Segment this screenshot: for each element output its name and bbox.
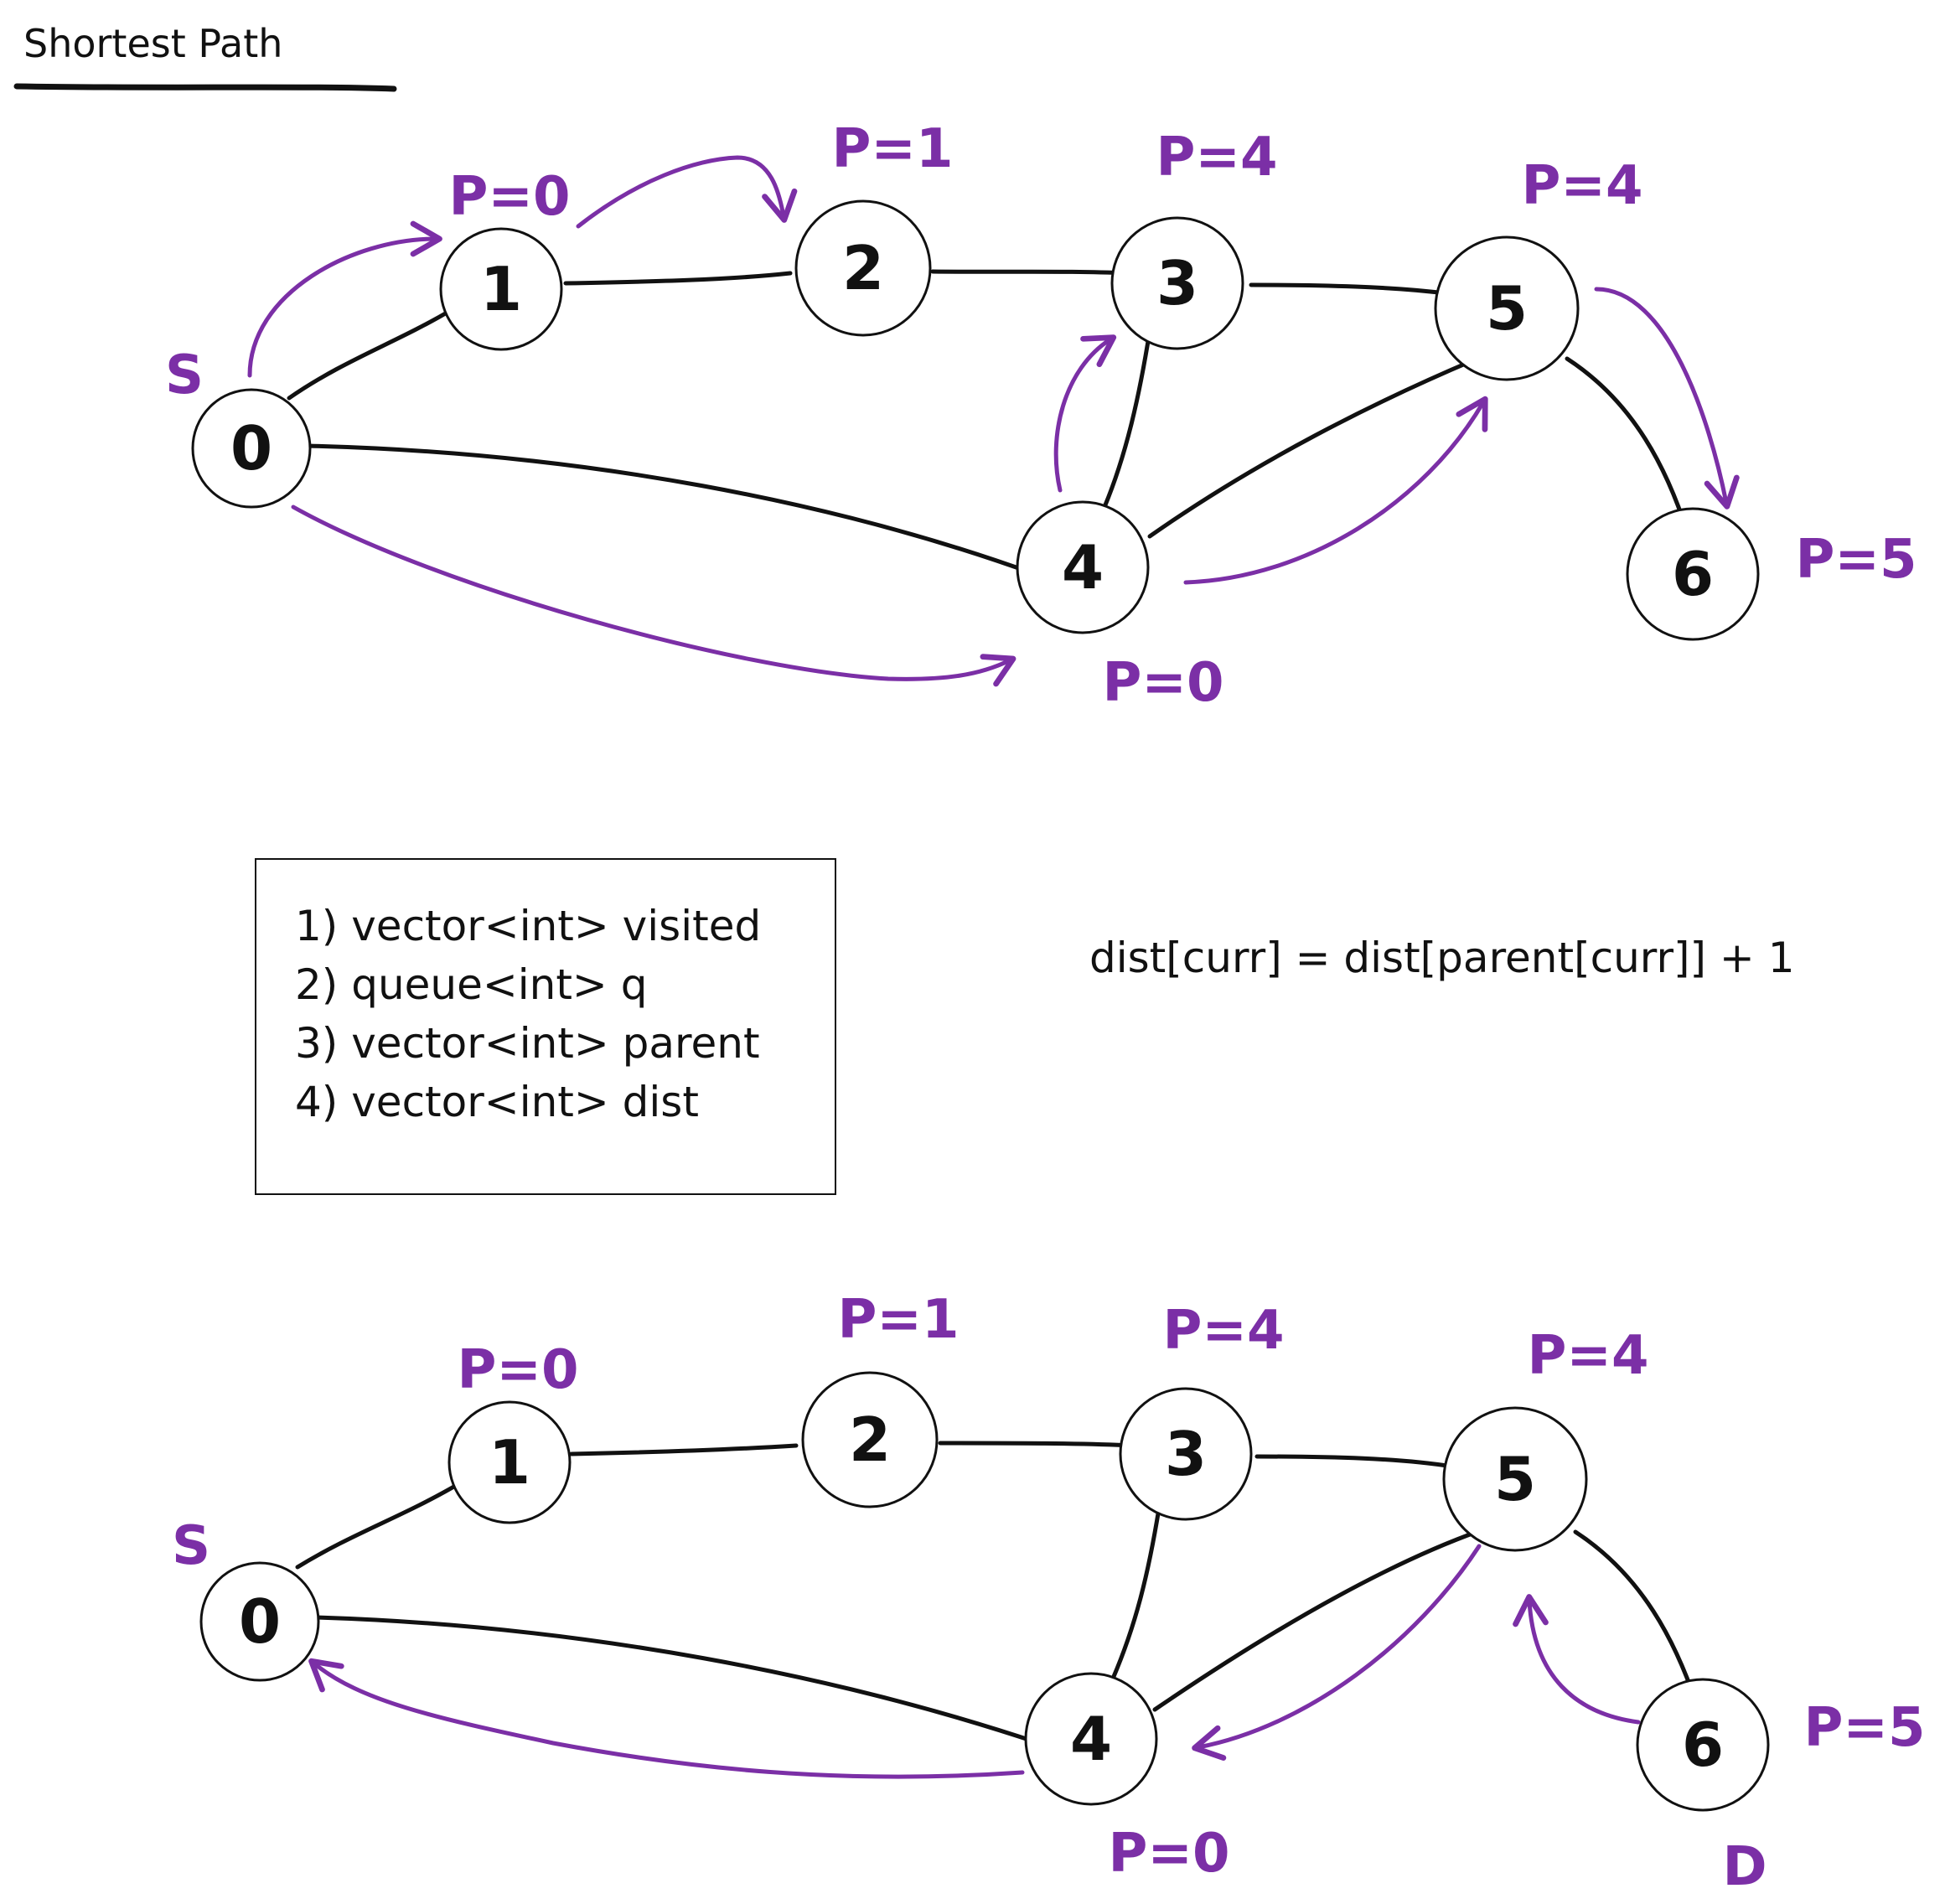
node-1: 1: [439, 227, 563, 351]
steps-line-1: 1) vector<int> visited: [295, 902, 761, 950]
edge-5-6: [1573, 1529, 1699, 1708]
edge-2-3: [938, 1441, 1135, 1448]
node-label: 0: [239, 1586, 281, 1657]
node-1: 1: [447, 1400, 572, 1524]
parent-label-node-3: P=4: [1162, 1300, 1284, 1362]
diagram-title: Shortest Path: [23, 21, 282, 66]
arrow-5-to-4: [1192, 1544, 1482, 1761]
edge-4-5: [1152, 1529, 1482, 1712]
bottom-graph: 0 1 2 3 5 4 6 S P=0: [172, 1289, 1926, 1898]
title-underline: [13, 83, 397, 92]
node-label: 4: [1062, 532, 1104, 603]
arrow-4-to-0: [308, 1658, 1025, 1779]
arrow-0-to-1: [247, 220, 442, 378]
parent-label-node-4: P=0: [1102, 652, 1223, 714]
source-label: S: [165, 344, 204, 406]
node-label: 6: [1672, 539, 1714, 609]
node-4: 4: [1024, 1672, 1158, 1806]
node-3: 3: [1110, 216, 1244, 350]
node-6: 6: [1626, 507, 1760, 641]
edge-5-6: [1565, 356, 1691, 539]
edge-0-4: [305, 443, 1037, 577]
node-label: 4: [1070, 1704, 1112, 1774]
arrow-5-to-6: [1594, 287, 1740, 510]
edge-3-5: [1249, 282, 1448, 296]
node-label: 2: [849, 1405, 891, 1475]
distance-formula: dist[curr] = dist[parent[curr]] + 1: [1089, 934, 1795, 982]
edge-1-2: [563, 271, 793, 286]
node-label: 0: [230, 413, 272, 484]
arrow-4-to-3: [1053, 334, 1117, 493]
parent-label-node-2: P=1: [837, 1289, 959, 1351]
node-0: 0: [199, 1561, 320, 1682]
edge-2-3: [930, 269, 1128, 276]
edge-4-5: [1147, 358, 1476, 539]
edge-0-4: [314, 1615, 1042, 1746]
parent-label-node-6: P=5: [1803, 1697, 1925, 1759]
node-label: 2: [842, 233, 884, 303]
arrow-6-to-5: [1513, 1594, 1641, 1725]
arrow-4-to-5: [1183, 396, 1488, 585]
edge-3-5: [1254, 1454, 1455, 1469]
node-5: 5: [1434, 235, 1580, 381]
node-label: 5: [1486, 273, 1528, 344]
parent-label-node-5: P=4: [1521, 155, 1642, 217]
parent-label-node-2: P=1: [831, 118, 953, 180]
node-label: 6: [1682, 1710, 1724, 1780]
steps-line-3: 3) vector<int> parent: [295, 1019, 760, 1068]
steps-line-4: 4) vector<int> dist: [295, 1078, 699, 1126]
steps-box: [255, 858, 836, 1195]
edge-3-4: [1110, 1506, 1161, 1681]
node-2: 2: [794, 199, 932, 337]
destination-label: D: [1722, 1836, 1767, 1898]
parent-label-node-5: P=4: [1527, 1325, 1648, 1387]
node-3: 3: [1119, 1387, 1253, 1521]
node-label: 3: [1165, 1419, 1207, 1489]
node-0: 0: [191, 388, 312, 509]
parent-label-node-6: P=5: [1795, 529, 1917, 591]
node-label: 1: [480, 254, 522, 324]
source-label: S: [172, 1515, 210, 1577]
node-label: 3: [1156, 248, 1198, 318]
steps-line-2: 2) queue<int> q: [295, 960, 647, 1009]
parent-label-node-3: P=4: [1156, 127, 1277, 189]
arrow-1-to-2: [576, 155, 798, 229]
parent-label-node-1: P=0: [448, 166, 570, 228]
arrow-0-to-4: [291, 504, 1016, 687]
edge-0-1: [287, 309, 451, 401]
edge-3-4: [1102, 329, 1152, 510]
edge-0-1: [295, 1482, 459, 1570]
node-5: 5: [1442, 1406, 1588, 1552]
parent-label-node-4: P=0: [1108, 1823, 1229, 1885]
parent-label-node-1: P=0: [457, 1339, 578, 1401]
node-2: 2: [801, 1371, 939, 1508]
node-4: 4: [1016, 500, 1150, 634]
edge-1-2: [569, 1443, 799, 1456]
top-graph: 0 1 2 3 5 4 6: [165, 118, 1917, 714]
node-label: 5: [1494, 1444, 1536, 1514]
node-6: 6: [1636, 1678, 1770, 1812]
node-label: 1: [489, 1427, 530, 1498]
